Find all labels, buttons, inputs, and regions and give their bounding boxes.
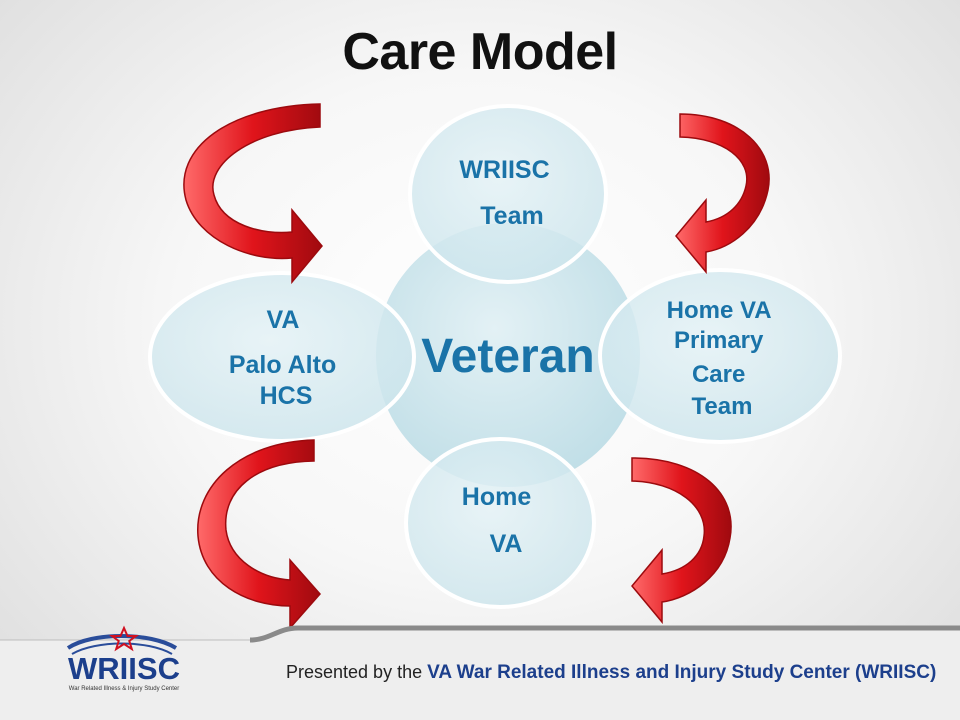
footer-text: Presented by the VA War Related Illness … [286, 662, 936, 683]
curved-arrow-top-right [675, 113, 770, 275]
footer-org: VA War Related Illness and Injury Study … [427, 662, 936, 683]
node-right-label: Home VA Primary Care Team [667, 297, 778, 420]
page-title: Care Model [342, 23, 618, 81]
node-left-ellipse [148, 271, 416, 443]
curved-arrow-bottom-right [631, 457, 732, 625]
node-top-label: WRIISC Team [459, 156, 556, 230]
logo-tagline: War Related Illness & Injury Study Cente… [69, 686, 180, 692]
wriisc-logo: WRIISC War Related Illness & Injury Stud… [66, 625, 180, 692]
footer-prefix: Presented by the [286, 662, 427, 682]
curved-arrow-bottom-left [197, 439, 322, 630]
node-top-ellipse [408, 104, 608, 284]
center-circle [376, 223, 640, 487]
node-left-label: VA Palo Alto HCS [229, 306, 343, 410]
footer-band [0, 625, 960, 720]
node-bottom-label: Home VA [462, 483, 538, 558]
star-icon [108, 625, 140, 652]
logo-word: WRIISC [68, 651, 180, 686]
node-bottom-ellipse [404, 437, 596, 609]
curved-arrow-top-left [183, 103, 323, 285]
node-right-ellipse [598, 268, 842, 444]
center-label: Veteran [421, 330, 594, 383]
